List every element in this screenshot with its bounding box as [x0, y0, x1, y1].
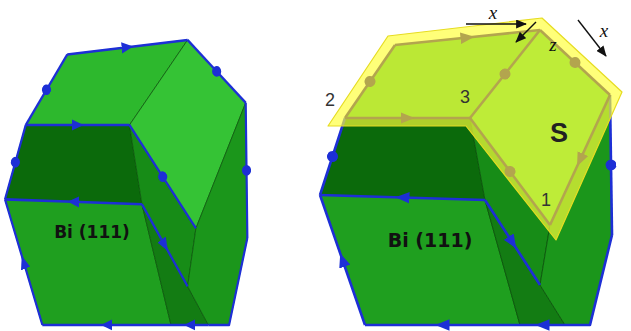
crystal-label: Bi (111): [388, 231, 473, 250]
axis-label: z: [549, 35, 556, 54]
surface-label: S: [550, 120, 568, 147]
right-crystal: [320, 18, 622, 325]
callout-number: 2: [325, 91, 335, 109]
callout-number: 1: [541, 191, 551, 209]
left-crystal: [5, 40, 247, 325]
axis-label: x: [600, 21, 608, 40]
crystal-label: Bi (111): [54, 224, 130, 241]
callout-number: 3: [460, 88, 470, 106]
axis-label: x: [489, 2, 497, 21]
